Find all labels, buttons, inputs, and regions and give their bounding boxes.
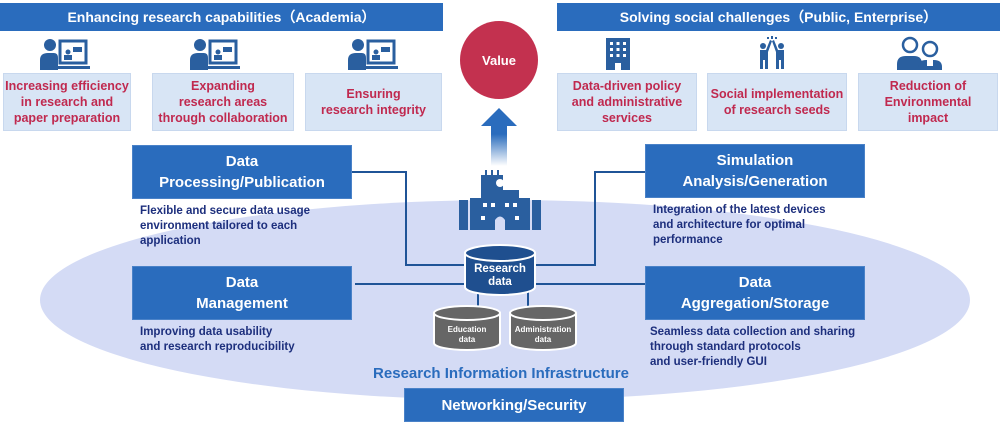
function-aggregation-storage: Data Aggregation/Storage bbox=[645, 266, 865, 320]
function-management-desc: Improving data usability and research re… bbox=[140, 326, 295, 353]
researcher-at-screen-icon bbox=[348, 39, 398, 70]
researcher-at-screen-icon bbox=[40, 39, 90, 70]
connector-simulation-h2 bbox=[536, 264, 596, 266]
goal-expanding-research: Expanding research areas through collabo… bbox=[152, 73, 294, 131]
university-building-icon bbox=[459, 170, 541, 230]
value-circle: Value bbox=[460, 21, 538, 99]
function-data-management: Data Management bbox=[132, 266, 352, 320]
administration-data-label: Administration data bbox=[514, 325, 572, 344]
connector-simulation-v bbox=[594, 171, 596, 266]
education-data-label: Education data bbox=[447, 325, 487, 344]
goal-data-driven-policy: Data-driven policy and administrative se… bbox=[557, 73, 697, 131]
researcher-at-screen-icon bbox=[190, 39, 240, 70]
two-people-icon bbox=[897, 36, 942, 70]
up-arrow-icon bbox=[481, 108, 517, 166]
goal-environmental-impact: Reduction of Environmental impact bbox=[858, 73, 998, 131]
connector-education bbox=[477, 290, 479, 310]
research-data-label: Research data bbox=[474, 263, 526, 288]
education-data-cylinder: Education data bbox=[432, 305, 502, 351]
goal-research-efficiency: Increasing efficiency in research and pa… bbox=[3, 73, 131, 131]
networking-security: Networking/Security bbox=[404, 388, 624, 422]
research-data-cylinder: Research data bbox=[462, 244, 538, 296]
connector-processing-h bbox=[350, 171, 407, 173]
function-processing-desc: Flexible and secure data usage environme… bbox=[140, 205, 311, 247]
function-simulation-desc: Integration of the latest devices and ar… bbox=[653, 204, 826, 246]
function-processing-publication: Data Processing/Publication bbox=[132, 145, 352, 199]
connector-processing-h2 bbox=[405, 264, 465, 266]
connector-administration bbox=[527, 290, 529, 310]
high-five-icon bbox=[760, 36, 784, 69]
connector-aggregation bbox=[536, 283, 646, 285]
academia-header: Enhancing research capabilities（Academia… bbox=[0, 3, 443, 31]
infrastructure-label: Research Information Infrastructure bbox=[373, 365, 629, 382]
goal-research-integrity: Ensuring research integrity bbox=[305, 73, 442, 131]
connector-simulation-h bbox=[594, 171, 646, 173]
administration-data-cylinder: Administration data bbox=[508, 305, 578, 351]
connector-management bbox=[355, 283, 465, 285]
society-header: Solving social challenges（Public, Enterp… bbox=[557, 3, 1000, 31]
office-building-icon bbox=[606, 38, 630, 70]
goal-social-implementation: Social implementation of research seeds bbox=[707, 73, 847, 131]
function-aggregation-desc: Seamless data collection and sharing thr… bbox=[650, 326, 856, 368]
function-simulation-analysis: Simulation Analysis/Generation bbox=[645, 144, 865, 198]
connector-processing-v bbox=[405, 171, 407, 266]
